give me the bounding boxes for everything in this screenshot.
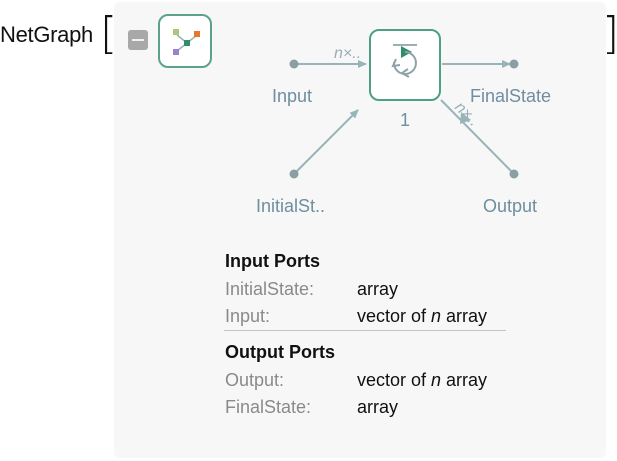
- close-bracket: ]: [602, 12, 617, 56]
- port-type-input: vector of n array: [357, 306, 488, 326]
- node-label-finalstate: FinalState: [470, 86, 552, 106]
- recurrent-layer-icon: [391, 44, 417, 78]
- initialstate-node-dot[interactable]: [289, 169, 299, 179]
- input-ports-title: Input Ports: [225, 251, 320, 271]
- node-label-output: Output: [483, 196, 538, 216]
- ports-divider: [224, 330, 506, 331]
- finalstate-node-dot[interactable]: [509, 59, 519, 69]
- netgraph-panel: [114, 2, 606, 458]
- edge-initialstate-to-node: [293, 109, 359, 175]
- collapse-button[interactable]: [128, 30, 148, 50]
- node-label-input: Input: [272, 86, 313, 106]
- edge-label-in: n×..: [334, 45, 361, 62]
- graph-glyph-icon: [173, 29, 200, 55]
- edge-node-to-output: [440, 99, 515, 175]
- port-name-output: Output:: [225, 370, 285, 390]
- node-index-label: 1: [400, 110, 411, 130]
- node-label-initialstate: InitialSt..: [256, 196, 326, 216]
- port-type-finalstate: array: [357, 397, 399, 417]
- output-edge-arrow: [460, 112, 471, 124]
- open-bracket: [: [100, 8, 118, 59]
- port-name-finalstate: FinalState:: [225, 397, 312, 417]
- port-type-initialstate: array: [357, 279, 399, 299]
- port-type-output: vector of n array: [357, 370, 488, 390]
- port-name-input: Input:: [225, 306, 271, 326]
- layer-node-1[interactable]: [369, 29, 441, 101]
- netgraph-head: NetGraph: [0, 22, 93, 47]
- output-ports-title: Output Ports: [225, 342, 335, 362]
- input-node-dot[interactable]: [289, 59, 299, 69]
- port-name-initialstate: InitialState:: [225, 279, 315, 299]
- output-node-dot[interactable]: [509, 169, 519, 179]
- netgraph-icon[interactable]: [158, 14, 212, 68]
